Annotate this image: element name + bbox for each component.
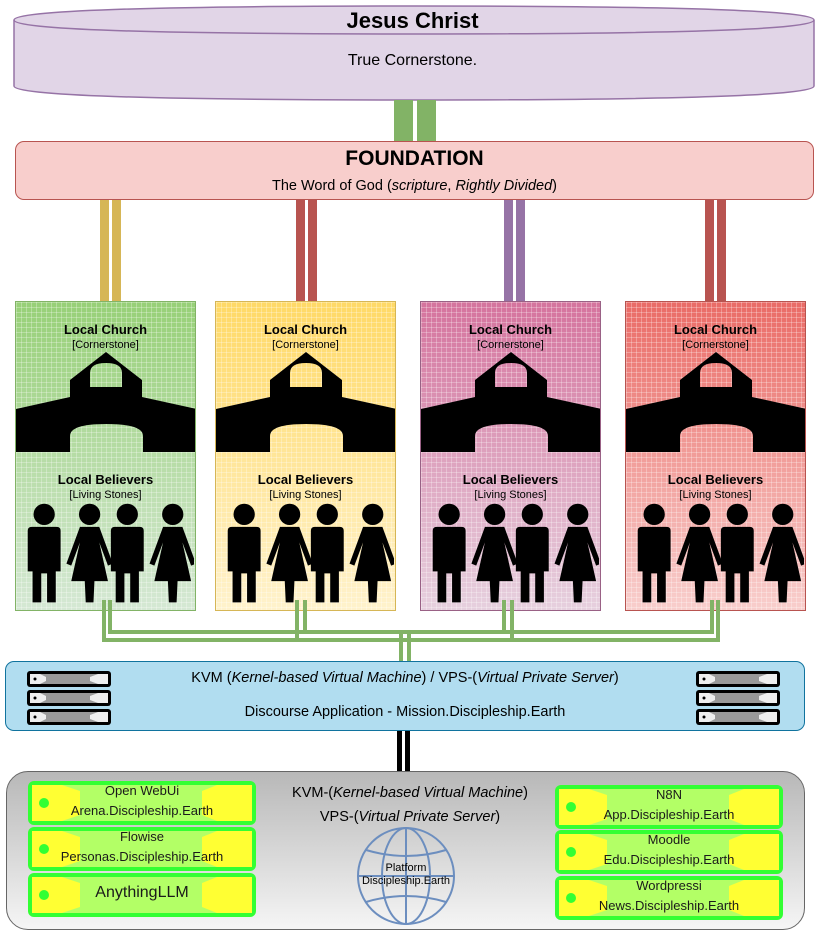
app-pill-shape <box>32 831 252 867</box>
connector-pipe <box>516 200 525 301</box>
platform-label-part: ) <box>495 809 501 825</box>
app-name: AnythingLLM <box>95 884 189 901</box>
app-service-anythingllm[interactable]: AnythingLLM <box>28 873 256 917</box>
cornerstone-cylinder <box>13 5 815 101</box>
people-group-icon <box>432 503 599 603</box>
app-name: N8N <box>655 787 682 802</box>
platform-label-italic: Virtual Private Server <box>358 809 496 825</box>
green-network-connector <box>102 600 720 662</box>
platform-label-part: VPS-( <box>319 809 359 825</box>
church-title: Local Church <box>263 322 348 337</box>
app-service-wordpressi[interactable]: Wordpressi News.Discipleship.Earth <box>555 876 783 920</box>
app-domain[interactable]: App.Discipleship.Earth <box>603 807 735 822</box>
people-group-icon <box>637 503 804 603</box>
connector-pipe <box>397 731 402 771</box>
app-name: Open WebUi <box>104 783 180 798</box>
app-domain[interactable]: News.Discipleship.Earth <box>598 898 740 913</box>
believers-title: Local Believers <box>462 472 559 487</box>
connector-pipe <box>394 100 413 141</box>
platform-kvm-label: KVM-(Kernel-based Virtual Machine) <box>265 785 555 801</box>
app-domain[interactable]: Personas.Discipleship.Earth <box>60 849 224 864</box>
church-subtitle: [Cornerstone] <box>477 339 544 351</box>
cornerstone-title: Jesus Christ <box>346 8 479 33</box>
church-title: Local Church <box>468 322 553 337</box>
church-title: Local Church <box>673 322 758 337</box>
local-church-card: Local Church [Cornerstone] Local Believe… <box>420 301 601 611</box>
app-pill-shape <box>559 880 779 916</box>
connector-pipe <box>112 200 121 301</box>
app-pill-shape <box>559 789 779 825</box>
foundation-subtitle-suffix: ) <box>552 178 558 194</box>
cornerstone-subtitle: True Cornerstone. <box>347 52 478 69</box>
foundation-subtitle: The Word of God (scripture, Rightly Divi… <box>16 178 813 194</box>
believers-subtitle: [Living Stones] <box>679 489 752 501</box>
connector-pipe <box>405 731 410 771</box>
vps-title-part: ) / VPS-( <box>421 670 478 686</box>
platform-vps-label: VPS-(Virtual Private Server) <box>265 809 555 825</box>
foundation-subtitle-italic: scripture <box>391 178 448 194</box>
connector-pipe <box>717 200 726 301</box>
app-pill-shape <box>32 877 252 913</box>
believers-title: Local Believers <box>57 472 154 487</box>
app-name: Flowise <box>119 829 165 844</box>
church-subtitle: [Cornerstone] <box>682 339 749 351</box>
foundation-subtitle-sep: , <box>447 178 456 194</box>
believers-subtitle: [Living Stones] <box>474 489 547 501</box>
app-service-moodle[interactable]: Moodle Edu.Discipleship.Earth <box>555 830 783 874</box>
globe-label: Platform Discipleship.Earth <box>337 862 475 888</box>
app-service-n8n[interactable]: N8N App.Discipleship.Earth <box>555 785 783 829</box>
church-subtitle: [Cornerstone] <box>72 339 139 351</box>
connector-pipe <box>417 100 436 141</box>
vps-title-italic: Virtual Private Server <box>477 670 614 686</box>
church-building-icon <box>16 352 195 452</box>
vps-title-part: KVM ( <box>191 670 232 686</box>
app-service-flowise[interactable]: Flowise Personas.Discipleship.Earth <box>28 827 256 871</box>
church-building-icon <box>626 352 805 452</box>
app-name: Moodle <box>647 832 691 847</box>
connector-pipe <box>308 200 317 301</box>
app-domain[interactable]: Arena.Discipleship.Earth <box>70 803 214 818</box>
platform-box: KVM-(Kernel-based Virtual Machine) VPS-(… <box>6 771 805 930</box>
foundation-box: FOUNDATION The Word of God (scripture, R… <box>15 141 814 200</box>
vps-title-italic: Kernel-based Virtual Machine <box>231 670 422 686</box>
vps-subtitle: Discourse Application - Mission.Disciple… <box>244 704 566 720</box>
platform-label-part: KVM-( <box>292 785 334 801</box>
platform-label-part: ) <box>523 785 528 801</box>
foundation-subtitle-italic: Rightly Divided <box>455 178 553 194</box>
vps-title: KVM (Kernel-based Virtual Machine) / VPS… <box>6 670 804 686</box>
connector-pipe <box>100 200 109 301</box>
believers-subtitle: [Living Stones] <box>269 489 342 501</box>
globe-label-line: Discipleship.Earth <box>361 875 451 887</box>
platform-label-italic: Kernel-based Virtual Machine <box>333 785 524 801</box>
foundation-subtitle-prefix: The Word of God ( <box>271 178 392 194</box>
local-church-card: Local Church [Cornerstone] Local Believe… <box>625 301 806 611</box>
church-subtitle: [Cornerstone] <box>272 339 339 351</box>
app-pill-shape <box>559 834 779 870</box>
app-name: Wordpressi <box>636 878 702 893</box>
believers-subtitle: [Living Stones] <box>69 489 142 501</box>
people-group-icon <box>27 503 194 603</box>
people-group-icon <box>227 503 394 603</box>
globe-icon <box>357 827 455 925</box>
vps-server-box: KVM (Kernel-based Virtual Machine) / VPS… <box>5 661 805 731</box>
church-building-icon <box>421 352 600 452</box>
app-service-open-webui[interactable]: Open WebUi Arena.Discipleship.Earth <box>28 781 256 825</box>
connector-pipe <box>705 200 714 301</box>
server-rack-icon <box>27 671 111 725</box>
server-rack-icon <box>696 671 780 725</box>
app-domain[interactable]: Edu.Discipleship.Earth <box>603 852 735 867</box>
believers-title: Local Believers <box>667 472 764 487</box>
globe-label-line: Platform <box>385 862 427 874</box>
believers-title: Local Believers <box>257 472 354 487</box>
local-church-card: Local Church [Cornerstone] Local Believe… <box>215 301 396 611</box>
vps-title-part: ) <box>613 670 619 686</box>
local-church-card: Local Church [Cornerstone] Local Believe… <box>15 301 196 611</box>
church-building-icon <box>216 352 395 452</box>
connector-pipe <box>504 200 513 301</box>
foundation-title: FOUNDATION <box>345 147 484 170</box>
app-pill-shape <box>32 785 252 821</box>
connector-pipe <box>296 200 305 301</box>
church-title: Local Church <box>63 322 148 337</box>
